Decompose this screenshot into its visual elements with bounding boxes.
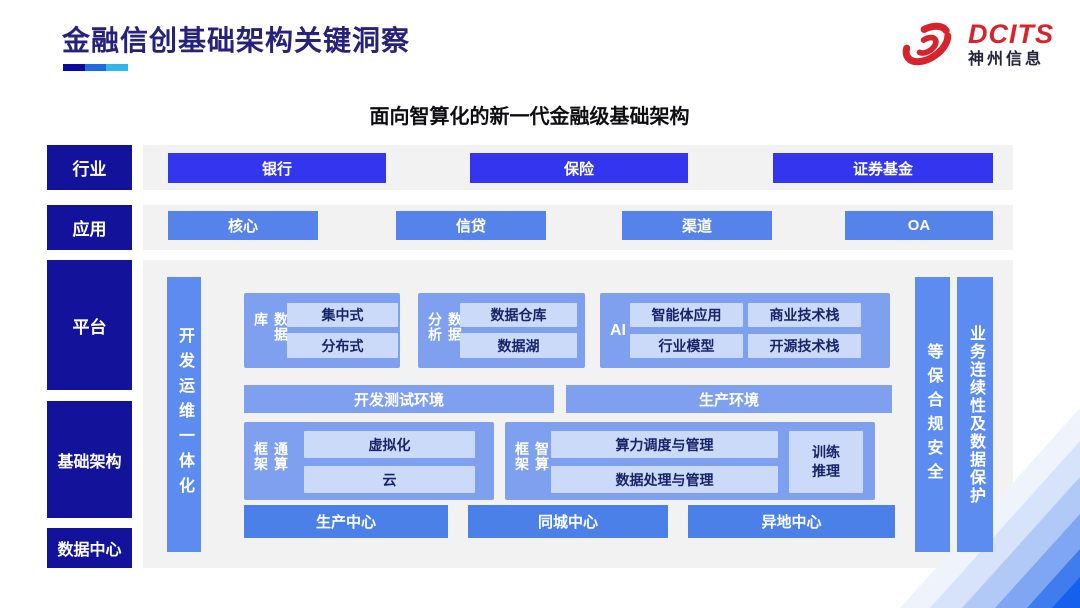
ai-box: AI 智能体应用 商业技术栈 行业模型 开源技术栈	[600, 293, 890, 368]
box-core: 核心	[168, 211, 318, 240]
production-environment-bar: 生产环境	[566, 385, 892, 413]
dcits-swirl-icon	[902, 22, 952, 66]
row-label-industry: 行业	[47, 145, 132, 190]
security-compliance-bar: 等保合规安全	[915, 277, 950, 552]
row-label-platform: 平台	[47, 260, 132, 390]
dcits-logo: DCITS 神州信息	[895, 14, 1054, 74]
box-data-lake: 数据湖	[460, 333, 577, 358]
intelligent-compute-label: 智算框架	[514, 441, 550, 472]
box-data-warehouse: 数据仓库	[460, 303, 577, 327]
page-title: 金融信创基础架构关键洞察	[62, 25, 411, 56]
general-compute-box: 通算框架 虚拟化 云	[244, 422, 494, 500]
business-continuity-bar: 业务连续性及数据保护	[957, 277, 993, 552]
intelligent-compute-box: 智算框架 算力调度与管理 数据处理与管理 训练推理	[505, 422, 875, 500]
box-credit: 信贷	[396, 211, 546, 240]
samecity-center-bar: 同城中心	[468, 505, 668, 538]
row-label-infrastructure: 基础架构	[47, 401, 132, 518]
box-agent-application: 智能体应用	[630, 303, 743, 327]
devops-integration-bar: 开发运维一体化	[167, 277, 201, 552]
database-label: 数据库	[253, 311, 289, 342]
box-bank: 银行	[168, 153, 386, 183]
diagram-title: 面向智算化的新一代金融级基础架构	[369, 106, 690, 128]
box-distributed: 分布式	[287, 333, 398, 358]
box-oa: OA	[845, 211, 993, 240]
ai-label: AI	[610, 321, 626, 339]
box-data-processing: 数据处理与管理	[551, 466, 778, 493]
box-compute-scheduling: 算力调度与管理	[551, 431, 778, 458]
box-centralized: 集中式	[287, 303, 398, 327]
devtest-environment-bar: 开发测试环境	[244, 385, 554, 413]
box-securities-fund: 证券基金	[773, 153, 993, 183]
general-compute-label: 通算框架	[253, 441, 289, 472]
box-training-inference: 训练推理	[789, 431, 863, 493]
box-cloud: 云	[304, 466, 475, 493]
box-channel: 渠道	[622, 211, 772, 240]
remote-center-bar: 异地中心	[688, 505, 895, 538]
title-underline	[63, 64, 129, 71]
data-analytics-box: 数据分析 数据仓库 数据湖	[418, 293, 585, 368]
box-insurance: 保险	[470, 153, 688, 183]
logo-wordmark: DCITS	[968, 18, 1054, 49]
database-box: 数据库 集中式 分布式	[244, 293, 400, 368]
box-virtualization: 虚拟化	[304, 431, 475, 458]
row-label-application: 应用	[47, 205, 132, 250]
logo-chinese-name: 神州信息	[968, 50, 1045, 68]
data-analytics-label: 数据分析	[427, 311, 463, 342]
box-opensource-stack: 开源技术栈	[748, 334, 861, 358]
box-industry-model: 行业模型	[630, 334, 743, 358]
box-commercial-stack: 商业技术栈	[748, 303, 861, 327]
production-center-bar: 生产中心	[244, 505, 448, 538]
row-label-datacenter: 数据中心	[47, 528, 132, 568]
